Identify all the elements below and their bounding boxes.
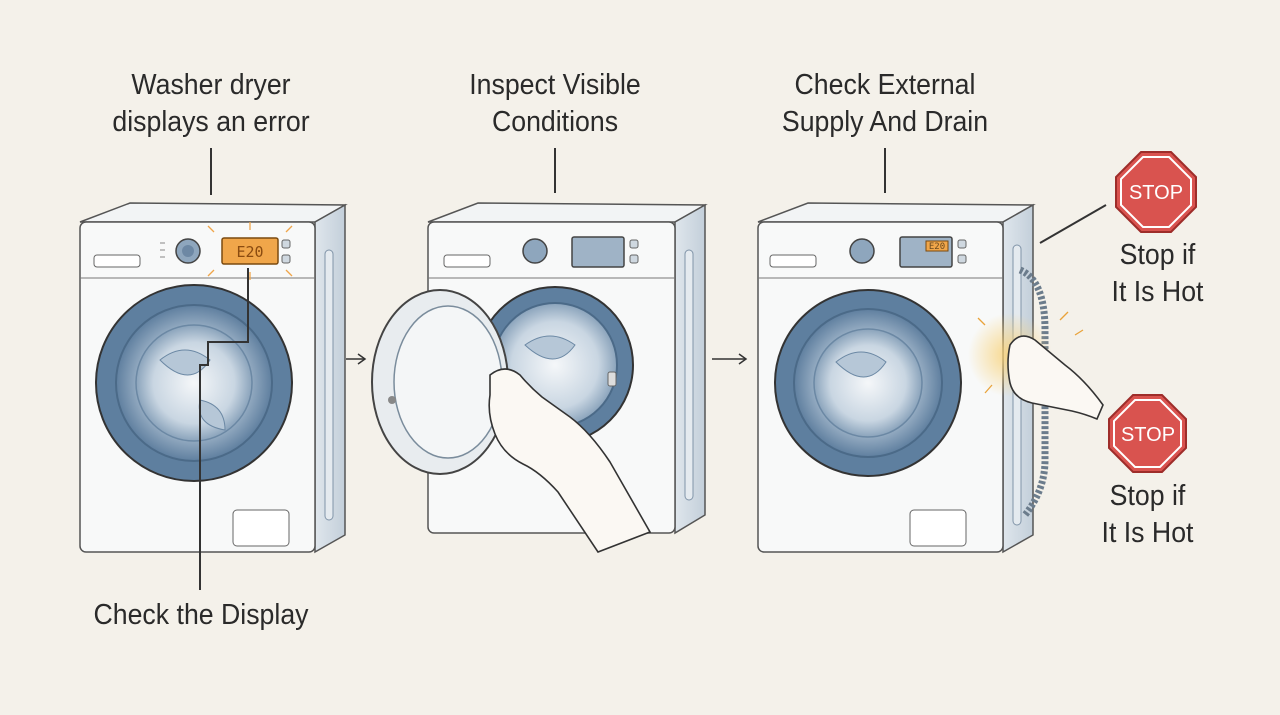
small-code-display: E20	[929, 242, 945, 252]
step-1-title-line-2: displays an error	[112, 106, 310, 138]
hot-warning-1-line-2: It Is Hot	[1111, 276, 1204, 308]
step-1-title: Washer dryer displays an error	[96, 67, 326, 141]
arrow-right-icon-2	[712, 353, 748, 365]
step-3-title-line-1: Check External	[794, 69, 976, 101]
step-1-title-line-1: Washer dryer	[131, 69, 291, 101]
hot-warning-1-line-1: Stop if	[1119, 239, 1196, 271]
step-2-title-line-2: Conditions	[491, 106, 619, 138]
leader-line-check-display	[199, 268, 249, 590]
step-2-title: Inspect Visible Conditions	[440, 67, 670, 141]
washer-dryer-icon-1	[79, 202, 348, 554]
hot-warning-2: Stop if It Is Hot	[1081, 478, 1214, 552]
washer-dryer-icon-3	[757, 202, 1104, 554]
step-3-title: Check External Supply And Drain	[765, 67, 1004, 141]
error-code-display: E20	[236, 243, 263, 261]
hand-icon-2	[1007, 335, 1104, 421]
check-display-text: Check the Display	[93, 599, 309, 631]
step-3-title-line-2: Supply And Drain	[781, 106, 989, 138]
stop-sign-1-text: STOP	[1129, 182, 1183, 204]
stop-sign-icon-2: STOP	[1108, 394, 1187, 473]
hot-warning-2-line-2: It Is Hot	[1101, 517, 1194, 549]
check-display-callout: Check the Display	[77, 597, 325, 634]
arrow-right-icon-1	[346, 353, 367, 365]
step-2-title-line-1: Inspect Visible	[469, 69, 641, 101]
stop-sign-icon-1: STOP	[1115, 151, 1197, 233]
hot-warning-2-line-1: Stop if	[1109, 480, 1186, 512]
hand-icon-1	[488, 368, 652, 553]
stop-sign-2-text: STOP	[1121, 424, 1175, 446]
hot-warning-1: Stop if It Is Hot	[1091, 237, 1224, 311]
leader-line-stop-1	[1039, 204, 1107, 244]
washer-dryer-icon-2	[371, 202, 708, 553]
